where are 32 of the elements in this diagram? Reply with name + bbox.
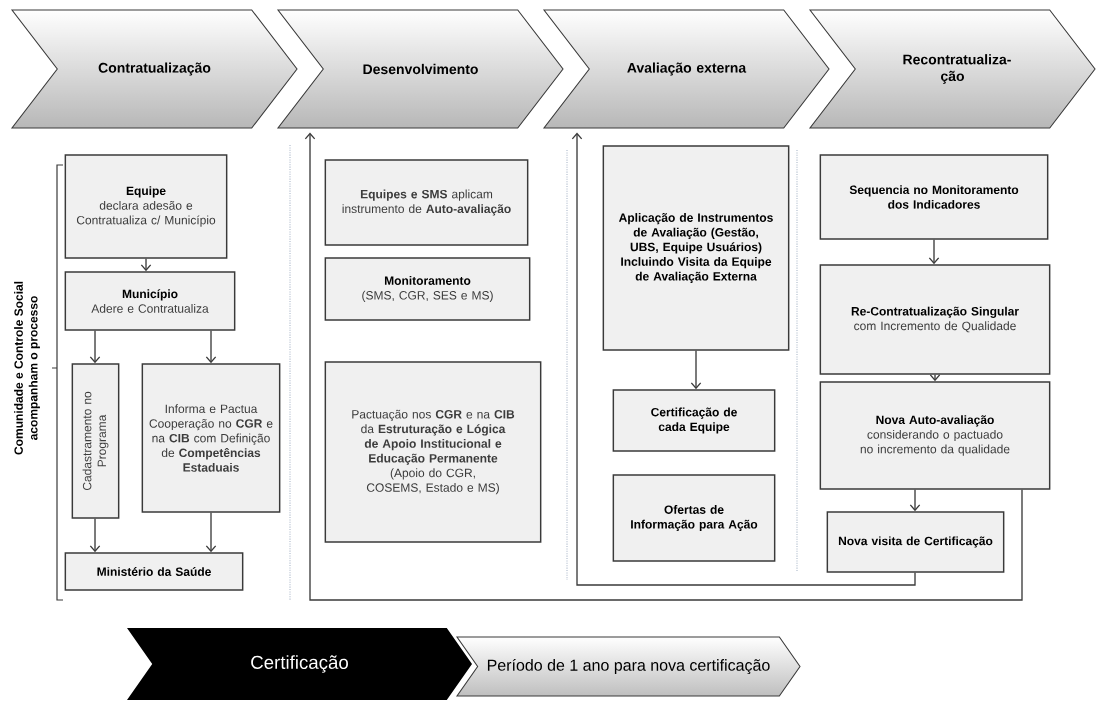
process-box: Ofertas de Informação para Ação xyxy=(612,474,776,562)
arrow xyxy=(690,350,702,390)
arrow xyxy=(304,132,1023,601)
arrow xyxy=(928,239,940,265)
arrow xyxy=(909,489,921,512)
process-box: Informa e Pactua Cooperação no CGR e na CIB com Definição de Competências Estaduais xyxy=(141,363,281,513)
arrow xyxy=(140,258,152,272)
process-box: Nova Auto-avaliação considerando o pactuado no incremento da qualidade xyxy=(819,381,1051,490)
process-box: Nova visita de Certificação xyxy=(826,511,1005,573)
process-box: Cadastramento no Programa xyxy=(71,363,120,519)
arrow xyxy=(205,330,217,364)
stage-banner: Certificação xyxy=(127,628,472,700)
process-box: Ministério da Saúde xyxy=(64,552,244,591)
process-box: Município Adere e Contratualiza xyxy=(64,271,236,331)
stage-banner: Desenvolvimento xyxy=(276,9,564,129)
stage-banner: Avaliação externa xyxy=(542,9,830,129)
process-box: Sequencia no Monitoramento dos Indicadores xyxy=(819,154,1049,240)
process-box: Aplicação de Instrumentos de Avaliação (Gestão, UBS, Equipe Usuários) Incluindo Visita da Equipe de Avaliação Externa xyxy=(602,145,790,351)
process-box: Re-Contratualização Singular com Incremento de Qualidade xyxy=(819,264,1051,375)
stage-banner: Período de 1 ano para nova certificação xyxy=(455,636,801,697)
process-box: Equipes e SMS aplicam instrumento de Auto-avaliação xyxy=(324,159,529,246)
arrow xyxy=(205,512,217,553)
stage-banner: Recontratualiza-ção xyxy=(808,9,1096,129)
arrow xyxy=(89,330,101,364)
process-box: Pactuação nos CGR e na CIB da Estruturação e Lógica de Apoio Institucional e Educação Permanente (Apoio do CGR, COSEMS, Estado e MS) xyxy=(324,361,542,543)
process-box: Certificação de cada Equipe xyxy=(612,389,776,452)
process-box: Monitoramento (SMS, CGR, SES e MS) xyxy=(324,257,531,321)
side-label: Comunidade e Controle Social acompanham o processo xyxy=(14,281,40,455)
process-box: Equipe declara adesão e Contratualiza c/ Município xyxy=(64,154,228,259)
arrow xyxy=(89,518,101,553)
arrow xyxy=(571,132,916,586)
stage-banner: Contratualização xyxy=(10,9,298,129)
